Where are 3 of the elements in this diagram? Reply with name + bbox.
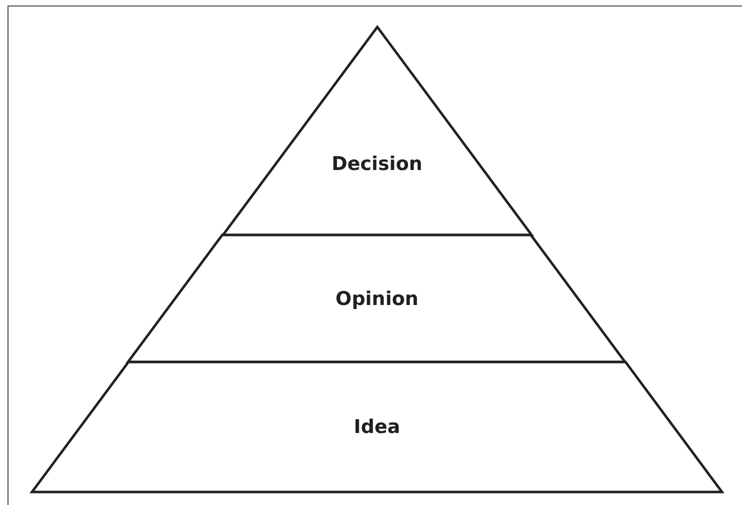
tier-label: Opinion (336, 288, 418, 310)
tier-label: Decision (332, 153, 422, 176)
tier-label: Idea (354, 416, 400, 438)
